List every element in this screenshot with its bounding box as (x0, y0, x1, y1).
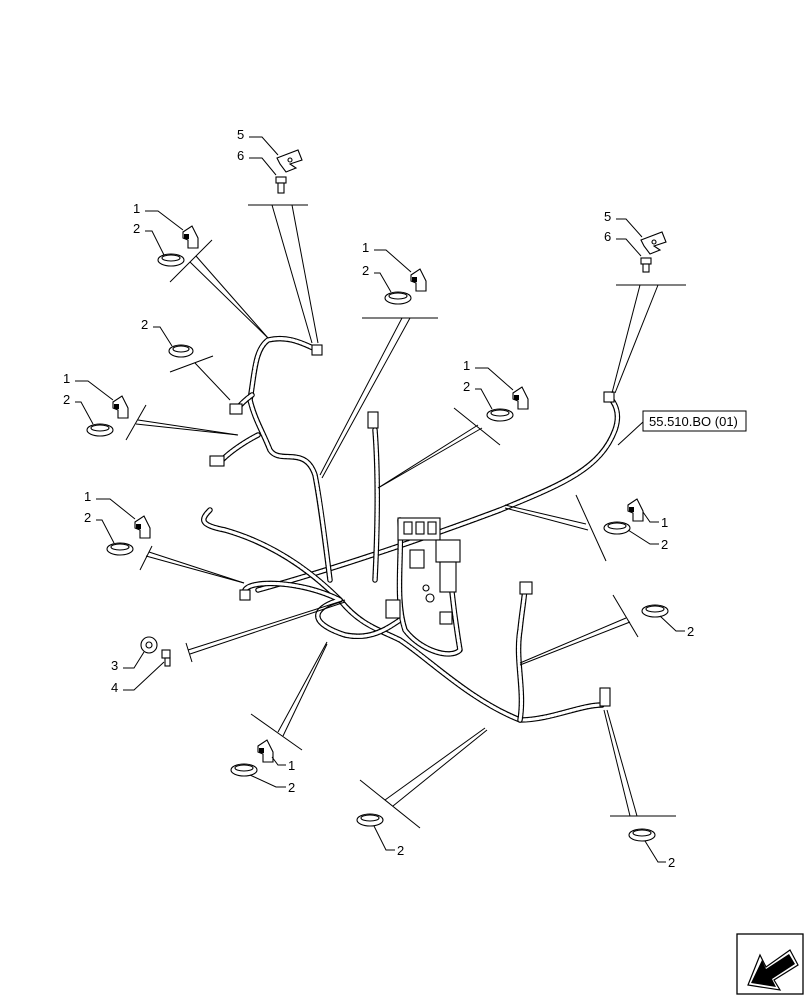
harness-connectors (209, 344, 615, 707)
connector-cluster (385, 517, 461, 625)
callout-2-right: 2 (661, 537, 668, 552)
band-a (157, 253, 185, 267)
callout-5-top: 5 (237, 127, 244, 142)
callout-5-top-right: 5 (604, 209, 611, 224)
clip-d (512, 386, 529, 410)
callout-2-c: 2 (362, 263, 369, 278)
callout-2-bottom: 2 (288, 780, 295, 795)
band-d (384, 291, 412, 305)
leader-lines (125, 204, 686, 829)
band-e (486, 408, 514, 422)
callout-6-top-right: 6 (604, 229, 611, 244)
callout-1-bottom: 1 (288, 758, 295, 773)
clip-left-lower (134, 515, 151, 539)
clip-right (627, 498, 644, 522)
band-right (603, 521, 631, 535)
band-bottom-right (628, 828, 656, 842)
ground-bolt (161, 649, 171, 667)
band-c (168, 344, 194, 358)
harness-main (201, 336, 621, 723)
callout-3: 3 (111, 658, 118, 673)
reference-box[interactable]: 55.510.BO (01) (642, 410, 747, 432)
band-left-lower (106, 542, 134, 556)
callout-1-c: 1 (362, 240, 369, 255)
ground-terminal (140, 636, 158, 654)
callout-2-a: 2 (133, 221, 140, 236)
clip-b (112, 395, 129, 419)
callout-2-band-c: 2 (141, 317, 148, 332)
band-right-lower (641, 604, 669, 618)
callout-4: 4 (111, 680, 118, 695)
callouts: 5 6 5 6 1 2 1 2 2 1 2 1 2 1 2 (63, 127, 694, 870)
clip-c (410, 268, 427, 292)
callout-1-b: 1 (63, 371, 70, 386)
callout-6-top: 6 (237, 148, 244, 163)
callout-1-a: 1 (133, 201, 140, 216)
callout-2-left-lower: 2 (84, 510, 91, 525)
callout-2-d: 2 (463, 379, 470, 394)
clip-a (182, 225, 199, 249)
callout-1-d: 1 (463, 358, 470, 373)
bracket-top (276, 149, 303, 173)
band-bottom (230, 763, 258, 777)
callout-1-left-lower: 1 (84, 489, 91, 504)
callout-2-bottom-right: 2 (668, 855, 675, 870)
callout-2-b: 2 (63, 392, 70, 407)
reference-text: 55.510.BO (01) (649, 414, 738, 429)
callout-2-right-lower: 2 (687, 624, 694, 639)
screw-top-right (640, 257, 652, 273)
band-bottom-center (356, 813, 384, 827)
screw-top (275, 176, 287, 194)
callout-1-right: 1 (661, 515, 668, 530)
bracket-top-right (640, 231, 667, 255)
arrow-page-icon[interactable] (736, 933, 804, 995)
band-b (86, 423, 114, 437)
clip-bottom (257, 739, 274, 763)
callout-2-bottom-center: 2 (397, 843, 404, 858)
